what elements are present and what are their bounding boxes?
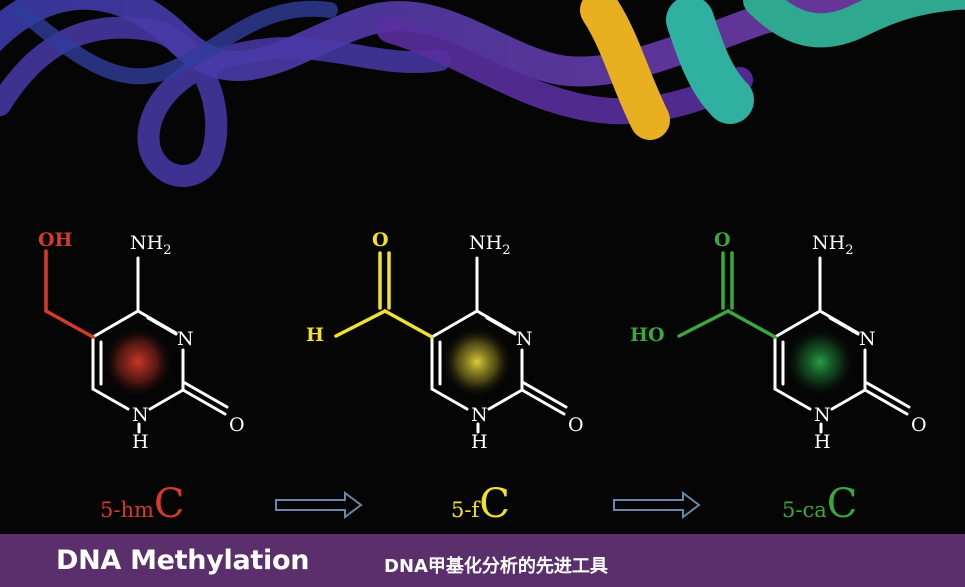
carbonyl-o-label: O [568,414,584,436]
outline-arrow-icon [613,491,701,519]
molecule-label: 5-caC [782,481,857,527]
ring-n-label: N [177,328,194,350]
svg-text:NH2: NH2 [469,232,510,258]
molecule-5-cac: O HO NH2 N N H O 5-caC [630,229,927,527]
molecule-label: 5-fC [451,481,510,527]
glow-spot [784,326,856,398]
ring-h-label: H [132,431,149,453]
banner-subtitle: DNA甲基化分析的先进工具 [384,556,608,577]
ring-h-label: H [471,431,488,453]
ring-h-label: H [814,431,831,453]
ring-n-label: N [516,328,533,350]
molecule-5-hmc: OH NH2 N N H O 5-hmC [38,229,245,527]
dna-helix-image [0,0,965,187]
outline-arrow-icon [275,491,363,519]
amine-subscript: 2 [163,243,171,258]
glow-spot [441,326,513,398]
ring-nh-label: N [132,404,149,426]
substituent-atom: O [372,229,389,251]
amine-label: NH [130,232,163,254]
amine-label: NH [469,232,502,254]
substituent-atom: O [714,229,731,251]
carbonyl-o-label: O [229,414,245,436]
substituent-atom: HO [630,324,665,346]
scene-svg: OH NH2 N N H O 5-hmC [0,0,965,527]
ring-nh-label: N [471,404,488,426]
molecule-5-fc: O H NH2 N N H O 5-fC [306,229,584,527]
substituent-atom: OH [38,229,73,251]
banner-title: DNA Methylation [56,545,310,576]
carbonyl-o-label: O [911,414,927,436]
amine-subscript: 2 [502,243,510,258]
substituent-atom: H [306,324,324,346]
title-banner: DNA Methylation DNA甲基化分析的先进工具 [0,534,965,587]
svg-text:NH2: NH2 [812,232,853,258]
ring-nh-label: N [814,404,831,426]
svg-text:NH2: NH2 [130,232,171,258]
amine-subscript: 2 [845,243,853,258]
ring-n-label: N [859,328,876,350]
amine-label: NH [812,232,845,254]
molecule-label: 5-hmC [100,481,185,527]
glow-spot [102,326,174,398]
